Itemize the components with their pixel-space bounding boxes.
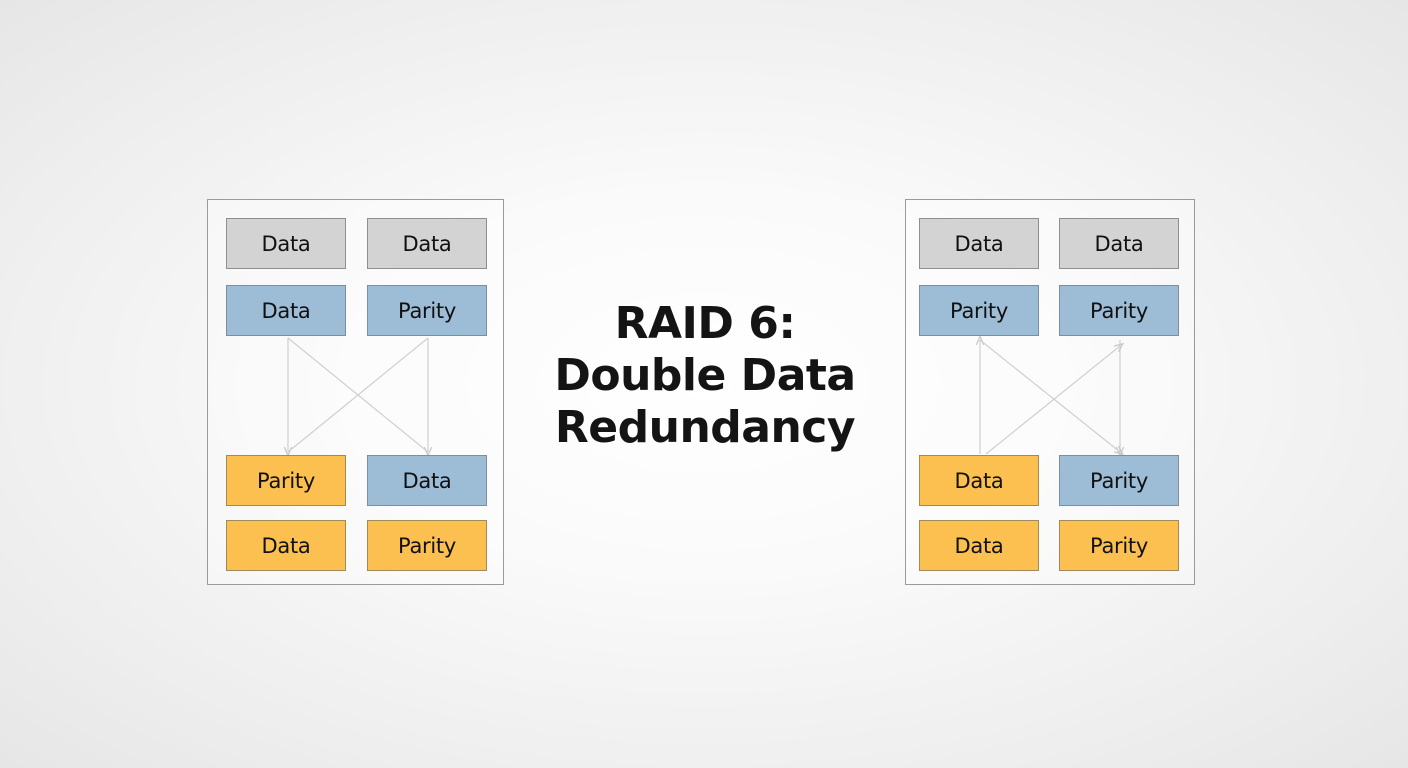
- right-disk-panel: Data Data Parity Parity Data Parity Data…: [905, 199, 1195, 585]
- disk-block: Data: [367, 455, 487, 506]
- disk-block: Parity: [367, 520, 487, 571]
- link-line: [287, 337, 429, 453]
- disk-block: Parity: [226, 455, 346, 506]
- disk-block: Data: [226, 285, 346, 336]
- disk-block: Data: [226, 218, 346, 269]
- link-line: [979, 339, 1120, 452]
- title-line: RAID 6:: [614, 298, 796, 349]
- disk-block: Data: [919, 455, 1039, 506]
- link-line: [287, 337, 429, 453]
- disk-block: Data: [226, 520, 346, 571]
- disk-block: Parity: [1059, 285, 1179, 336]
- disk-block: Data: [919, 520, 1039, 571]
- disk-block: Data: [367, 218, 487, 269]
- disk-block: Data: [919, 218, 1039, 269]
- title-line: Double Data: [554, 350, 856, 401]
- disk-block: Parity: [1059, 520, 1179, 571]
- disk-block: Parity: [367, 285, 487, 336]
- disk-block: Parity: [919, 285, 1039, 336]
- title-line: Redundancy: [554, 402, 856, 453]
- left-disk-panel: Data Data Data Parity Parity Data Data P…: [207, 199, 504, 585]
- diagram-title: RAID 6: Double Data Redundancy: [540, 298, 870, 454]
- link-line: [985, 346, 1120, 455]
- disk-block: Data: [1059, 218, 1179, 269]
- disk-block: Parity: [1059, 455, 1179, 506]
